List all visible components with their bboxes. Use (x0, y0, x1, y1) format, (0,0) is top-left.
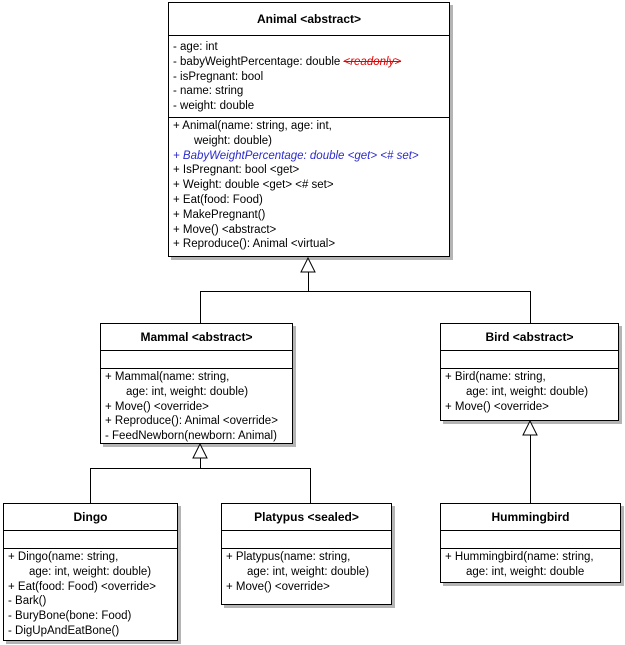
attribute-row: - isPregnant: bool (173, 70, 264, 83)
class-box-hummingbird[interactable]: Hummingbird + Hummingbird(name: string, … (440, 503, 621, 583)
connector-line-mammal-stem (200, 458, 201, 468)
method-row: + Hummingbird(name: string, (445, 551, 594, 563)
attributes-section-bird (441, 351, 618, 369)
readonly-stereotype: <readonly> (343, 55, 402, 68)
class-title-hummingbird: Hummingbird (441, 504, 620, 531)
attribute-text: - babyWeightPercentage: double (173, 55, 344, 68)
methods-section-platypus: + Platypus(name: string, age: int, weigh… (222, 549, 391, 604)
attributes-section-mammal (101, 351, 292, 369)
method-row-continuation: age: int, weight: double) (29, 565, 152, 578)
class-box-mammal[interactable]: Mammal <abstract> + Mammal(name: string,… (100, 323, 293, 444)
class-title-animal: Animal <abstract> (169, 3, 449, 36)
methods-section-animal: + Animal(name: string, age: int, weight:… (169, 118, 449, 256)
class-title-platypus: Platypus <sealed> (222, 504, 391, 531)
inheritance-arrow-animal-icon (300, 257, 316, 273)
method-row: + Animal(name: string, age: int, (173, 119, 332, 132)
method-row: + Move() <abstract> (173, 223, 277, 236)
attributes-section-platypus (222, 531, 391, 549)
methods-section-bird: + Bird(name: string, age: int, weight: d… (441, 369, 618, 420)
method-row: + Move() <override> (226, 580, 330, 593)
method-row: + Reproduce(): Animal <virtual> (173, 238, 336, 251)
attribute-row: - age: int (173, 41, 218, 53)
method-row: - BuryBone(bone: Food) (8, 610, 132, 623)
class-title-bird: Bird <abstract> (441, 324, 618, 351)
methods-section-hummingbird: + Hummingbird(name: string, age: int, we… (441, 549, 620, 582)
inheritance-arrow-bird-icon (522, 420, 538, 436)
method-row: + MakePregnant() (173, 208, 266, 221)
method-row-continuation: age: int, weight: double) (247, 565, 370, 578)
inheritance-arrow-mammal-icon (192, 443, 208, 459)
attributes-section-dingo (4, 531, 177, 549)
method-row: - Bark() (8, 595, 47, 608)
attributes-section-animal: - age: int - babyWeightPercentage: doubl… (169, 36, 449, 118)
method-row: + Move() <override> (105, 400, 209, 413)
attributes-section-hummingbird (441, 531, 620, 549)
method-row: - FeedNewborn(newborn: Animal) (105, 430, 277, 443)
connector-line-mammal-up (200, 291, 201, 323)
connector-line-mammal-branch (90, 468, 311, 469)
connector-line-animal-stem (308, 272, 309, 291)
attribute-row: - weight: double (173, 100, 255, 113)
method-row: + Dingo(name: string, (8, 551, 119, 563)
connector-line-dingo-up (90, 468, 91, 503)
method-row: + IsPregnant: bool <get> (173, 164, 300, 177)
attribute-row: - babyWeightPercentage: double <readonly… (173, 55, 445, 70)
method-row: + Reproduce(): Animal <override> (105, 415, 278, 428)
method-row-continuation: weight: double) (194, 134, 272, 147)
method-row-continuation: age: int, weight: double) (466, 385, 589, 398)
method-row: + Weight: double <get> <# set> (173, 179, 334, 192)
method-row-continuation: age: int, weight: double) (126, 385, 249, 398)
method-row: + Eat(food: Food) <override> (8, 580, 156, 593)
method-row: + Mammal(name: string, (105, 371, 230, 383)
method-row-continuation: age: int, weight: double (466, 565, 585, 578)
connector-line-animal-branch (200, 291, 531, 292)
method-row-property: + BabyWeightPercentage: double <get> <# … (173, 149, 419, 162)
method-row: + Eat(food: Food) (173, 193, 263, 206)
method-row: + Platypus(name: string, (226, 551, 351, 563)
connector-line-platypus-up (310, 468, 311, 503)
class-box-bird[interactable]: Bird <abstract> + Bird(name: string, age… (440, 323, 619, 421)
class-box-platypus[interactable]: Platypus <sealed> + Platypus(name: strin… (221, 503, 392, 605)
attribute-row: - name: string (173, 85, 244, 98)
connector-line-bird-up (530, 291, 531, 323)
connector-line-hummingbird-up (530, 435, 531, 503)
method-row: - DigUpAndEatBone() (8, 624, 120, 637)
method-row: + Move() <override> (445, 400, 549, 413)
methods-section-dingo: + Dingo(name: string, age: int, weight: … (4, 549, 177, 640)
class-title-dingo: Dingo (4, 504, 177, 531)
class-box-dingo[interactable]: Dingo + Dingo(name: string, age: int, we… (3, 503, 178, 641)
class-box-animal[interactable]: Animal <abstract> - age: int - babyWeigh… (168, 2, 450, 257)
class-title-mammal: Mammal <abstract> (101, 324, 292, 351)
methods-section-mammal: + Mammal(name: string, age: int, weight:… (101, 369, 292, 443)
method-row: + Bird(name: string, (445, 371, 546, 383)
